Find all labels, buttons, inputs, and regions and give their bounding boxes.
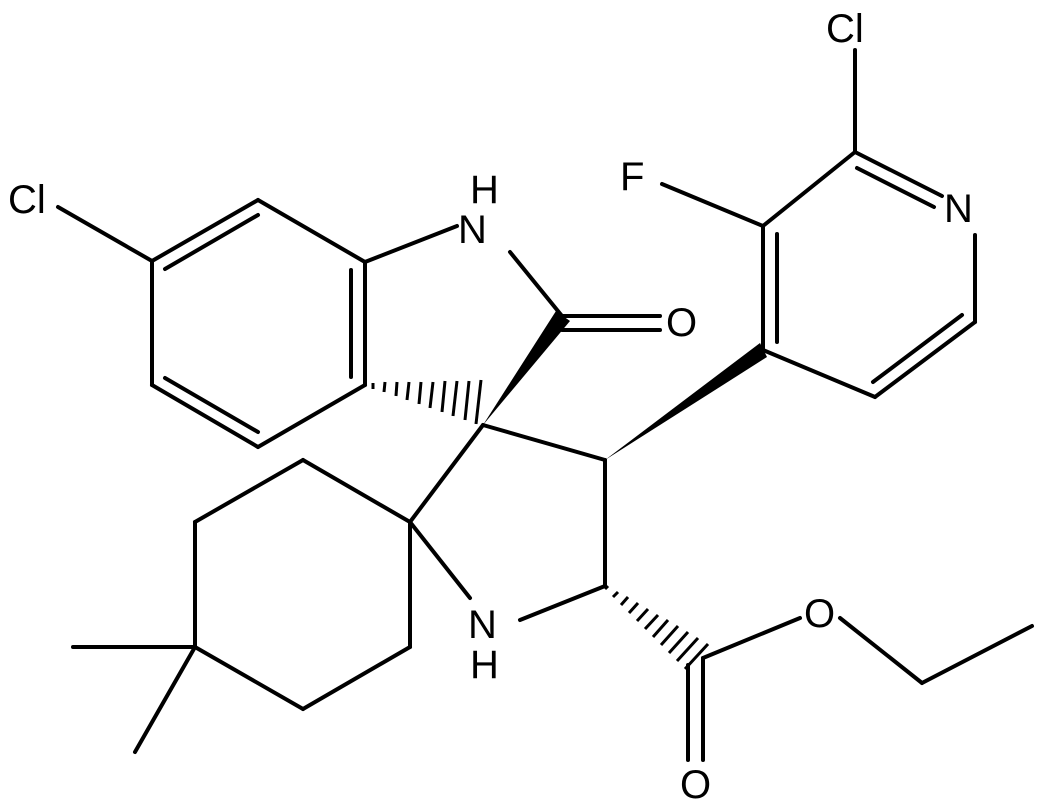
bond bbox=[301, 645, 412, 711]
hashed-bond bbox=[371, 379, 483, 425]
atom-label-cl: Cl bbox=[826, 7, 864, 51]
benzene-ring bbox=[150, 198, 367, 449]
atom-label-f: F bbox=[620, 155, 644, 199]
bond-c-cl bbox=[56, 205, 154, 263]
bond bbox=[150, 383, 260, 449]
bond-inner bbox=[855, 166, 936, 209]
bond bbox=[256, 383, 367, 449]
pyridine-ring bbox=[761, 150, 977, 399]
wedge-bond bbox=[605, 343, 767, 460]
bond-c-f bbox=[660, 182, 765, 228]
bond-inner bbox=[163, 376, 260, 434]
bond bbox=[193, 645, 305, 711]
atom-label-o: O bbox=[804, 592, 835, 636]
bond-n-c bbox=[508, 250, 564, 318]
atom-label-n: N bbox=[468, 603, 497, 647]
bond-methyl bbox=[133, 645, 197, 754]
bond-o-c bbox=[838, 616, 924, 685]
bond bbox=[408, 423, 485, 524]
cyclohexane-ring bbox=[193, 458, 412, 711]
bond bbox=[761, 348, 877, 399]
bond bbox=[853, 150, 944, 198]
atom-label-cl: Cl bbox=[8, 178, 46, 222]
bond bbox=[301, 458, 412, 524]
bond bbox=[150, 198, 260, 263]
bond bbox=[256, 198, 367, 264]
wedge-bond bbox=[483, 311, 570, 425]
bond bbox=[873, 320, 977, 399]
bond-c-n bbox=[363, 224, 459, 264]
bond bbox=[193, 458, 305, 524]
bond bbox=[408, 520, 472, 600]
atom-label-h: H bbox=[470, 168, 499, 212]
atom-label-o: O bbox=[680, 763, 711, 807]
bond bbox=[761, 150, 857, 228]
bond-c-o bbox=[701, 616, 802, 660]
atom-label-n: N bbox=[944, 187, 973, 231]
atom-label-n: N bbox=[458, 208, 487, 252]
hashed-bond bbox=[603, 584, 710, 671]
bond bbox=[481, 423, 607, 462]
bond-inner bbox=[871, 313, 964, 384]
atom-label-h: H bbox=[470, 643, 499, 687]
bond bbox=[518, 584, 607, 622]
bond-c-c bbox=[920, 624, 1034, 685]
atom-label-o: O bbox=[666, 301, 697, 345]
bond-inner bbox=[163, 213, 260, 271]
